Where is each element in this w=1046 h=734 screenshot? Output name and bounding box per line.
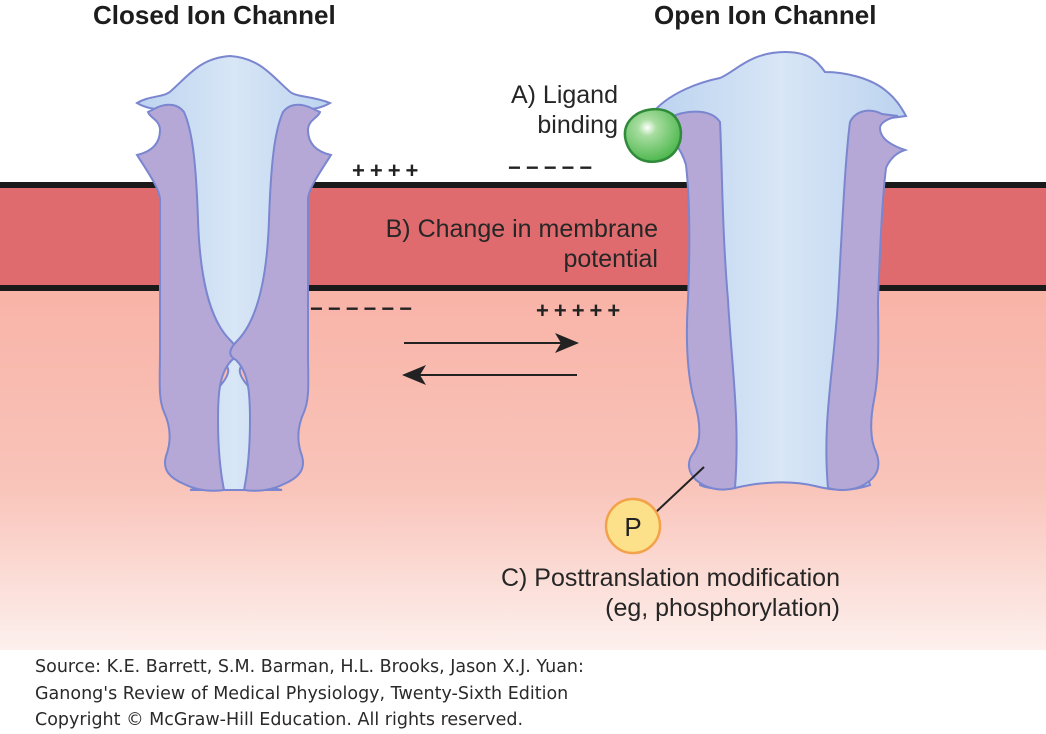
credit-copyright-line: Copyright © McGraw-Hill Education. All r… bbox=[35, 710, 524, 730]
closed-ion-channel bbox=[135, 54, 333, 492]
open-channel-left-wall bbox=[667, 110, 738, 491]
open-channel-right-wall bbox=[825, 109, 909, 491]
credit-source-line: Source: K.E. Barrett, S.M. Barman, H.L. … bbox=[35, 657, 584, 677]
outside-positive-charges: ++++ bbox=[352, 158, 424, 183]
membrane-outer-border bbox=[0, 182, 1046, 188]
inside-negative-charges: −−−−−− bbox=[310, 296, 418, 321]
open-ion-channel bbox=[653, 50, 909, 491]
membrane-potential-label: B) Change in membrane potential bbox=[300, 214, 658, 274]
diagram-canvas: P bbox=[0, 50, 1046, 650]
inside-positive-charges: +++++ bbox=[536, 298, 626, 323]
outside-negative-charges: −−−−− bbox=[508, 155, 598, 180]
membrane-label-line-1: B) Change in membrane bbox=[385, 215, 658, 243]
membrane-label-line-2: potential bbox=[563, 245, 658, 273]
closed-channel-right-wall bbox=[229, 103, 333, 492]
ligand-molecule bbox=[623, 107, 683, 163]
ligand-label-line-1: A) Ligand bbox=[510, 81, 618, 109]
posttranslation-label-line-2: (eg, phosphorylation) bbox=[605, 594, 840, 622]
open-channel-title: Open Ion Channel bbox=[654, 0, 877, 30]
credit-book-line: Ganong's Review of Medical Physiology, T… bbox=[35, 683, 569, 704]
closed-channel-left-wall bbox=[135, 103, 239, 492]
phosphate-symbol: P bbox=[624, 512, 641, 542]
ion-channel-diagram: P Closed Ion Channel Open Ion Channel A)… bbox=[0, 0, 1046, 650]
source-credit: Source: K.E. Barrett, S.M. Barman, H.L. … bbox=[35, 654, 584, 734]
posttranslation-label: C) Posttranslation modification (eg, pho… bbox=[400, 563, 840, 623]
phosphate-group bbox=[604, 497, 662, 555]
posttranslation-label-line-1: C) Posttranslation modification bbox=[500, 564, 840, 592]
membrane-inner-border bbox=[0, 285, 1046, 291]
closed-channel-title: Closed Ion Channel bbox=[93, 0, 336, 30]
ligand-label-line-2: binding bbox=[537, 111, 618, 139]
ligand-binding-label: A) Ligand binding bbox=[470, 80, 618, 140]
phosphate-link bbox=[655, 466, 705, 513]
